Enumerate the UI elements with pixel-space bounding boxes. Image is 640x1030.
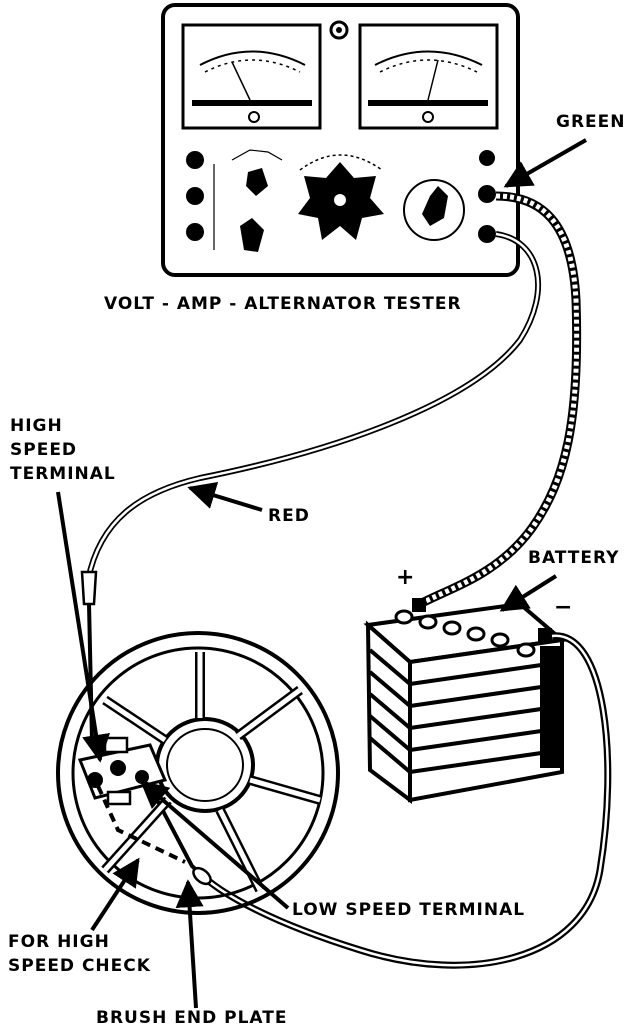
right-jacks	[478, 150, 496, 243]
low-speed-terminal-label: LOW SPEED TERMINAL	[292, 900, 526, 920]
green-arrow	[503, 138, 587, 188]
brush-end-plate-arrow	[175, 879, 204, 1009]
jumper-wire-dashed	[96, 785, 186, 864]
high-speed-terminal-label: HIGH SPEED TERMINAL	[10, 414, 116, 486]
brush-end-plate-label: BRUSH END PLATE	[96, 1008, 288, 1028]
red-arrow	[187, 481, 263, 512]
battery-negative-terminal	[538, 628, 552, 642]
red-label: RED	[268, 506, 310, 526]
high-speed-terminal-line-1: HIGH	[10, 416, 63, 436]
tester-label: VOLT - AMP - ALTERNATOR TESTER	[104, 294, 462, 314]
for-high-speed-check-line-1: FOR HIGH	[8, 932, 110, 952]
battery-positive-terminal	[412, 598, 426, 612]
high-speed-terminal-line-2: SPEED	[10, 440, 78, 460]
low-speed-terminal-arrow	[139, 780, 290, 910]
battery-label: BATTERY	[528, 548, 620, 568]
selector-knob-left-lower	[240, 218, 264, 252]
battery	[363, 598, 567, 804]
high-speed-terminal-post	[110, 760, 126, 776]
minus-sign: −	[554, 595, 574, 620]
green-label: GREEN	[556, 112, 626, 132]
green-lead	[417, 191, 582, 608]
left-jacks	[186, 151, 204, 241]
ammeter-gauge	[358, 23, 499, 130]
for-high-speed-check-line-2: SPEED CHECK	[8, 956, 151, 976]
for-high-speed-check-label: FOR HIGH SPEED CHECK	[8, 930, 151, 978]
high-speed-terminal-arrow	[56, 491, 110, 763]
voltmeter-gauge	[181, 23, 322, 130]
low-speed-terminal-post	[135, 770, 149, 784]
high-speed-check-arrow	[90, 857, 140, 932]
battery-arrow	[499, 574, 558, 612]
range-selector-knob	[403, 179, 465, 241]
plus-sign: +	[396, 565, 416, 590]
high-speed-terminal-line-3: TERMINAL	[10, 464, 116, 484]
load-control-knob	[298, 154, 384, 240]
volt-amp-alternator-tester	[161, 3, 520, 277]
selector-knob-left-upper	[246, 168, 268, 196]
